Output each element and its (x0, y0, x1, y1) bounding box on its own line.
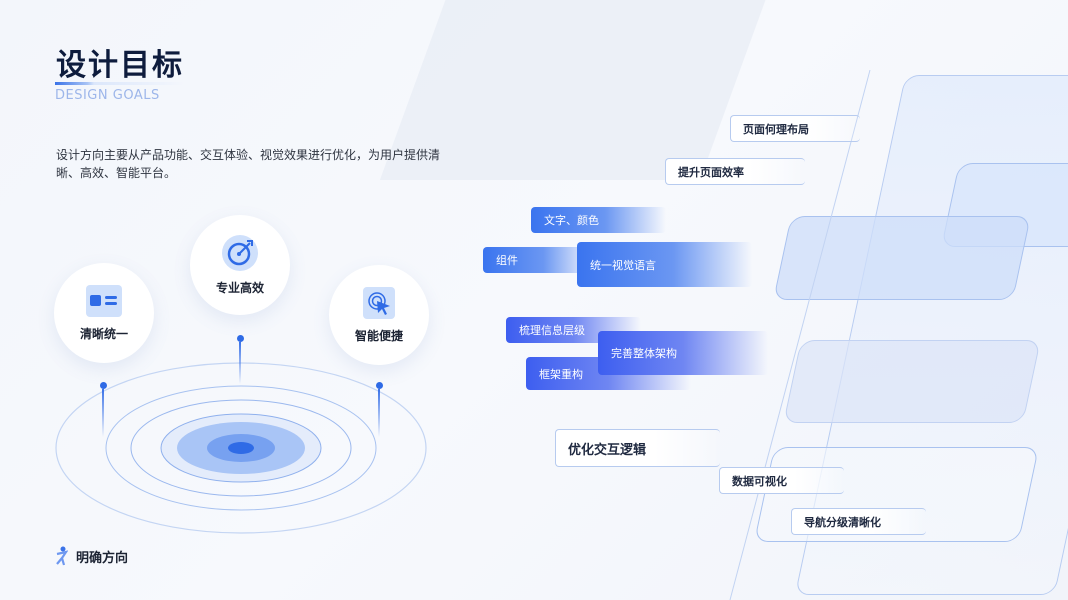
target-rings (55, 362, 427, 534)
goal-label: 清晰统一 (79, 326, 128, 341)
goal-label: 专业高效 (215, 280, 264, 295)
pin-right (375, 382, 383, 437)
goal-professional-efficient: 专业高效 (190, 215, 290, 315)
diagonal-line (729, 70, 871, 600)
description: 设计方向主要从产品功能、交互体验、视觉效果进行优化，为用户提供清晰、高效、智能平… (56, 148, 441, 180)
goal-smart-convenient: 智能便捷 (329, 265, 429, 365)
page-subtitle: DESIGN GOALS (55, 88, 160, 103)
footer-label: 明确方向 (76, 550, 129, 566)
tag-efficiency: 提升页面效率 (665, 158, 805, 185)
runner-icon (56, 546, 68, 566)
tag-text-color: 文字、颜色 (531, 207, 666, 233)
tag-layout: 页面何理布局 (730, 115, 860, 142)
footer-section: 明确方向 (54, 546, 128, 566)
goal-label: 智能便捷 (354, 328, 403, 343)
tag-visual-language: 统一视觉语言 (577, 242, 752, 287)
click-cursor-icon (363, 286, 395, 319)
card-layout-icon (86, 284, 122, 317)
tag-data-viz: 数据可视化 (719, 467, 844, 494)
pin-center (236, 335, 244, 384)
page-title: 设计目标 (56, 48, 184, 83)
pin-left (99, 382, 107, 437)
tag-architecture: 完善整体架构 (598, 331, 768, 375)
tag-component: 组件 (483, 247, 593, 273)
tag-interaction: 优化交互逻辑 (555, 429, 720, 467)
title-underline (55, 82, 185, 85)
target-icon (222, 234, 258, 271)
tag-navigation: 导航分级清晰化 (791, 508, 926, 535)
goal-clear-unified: 清晰统一 (54, 263, 154, 363)
